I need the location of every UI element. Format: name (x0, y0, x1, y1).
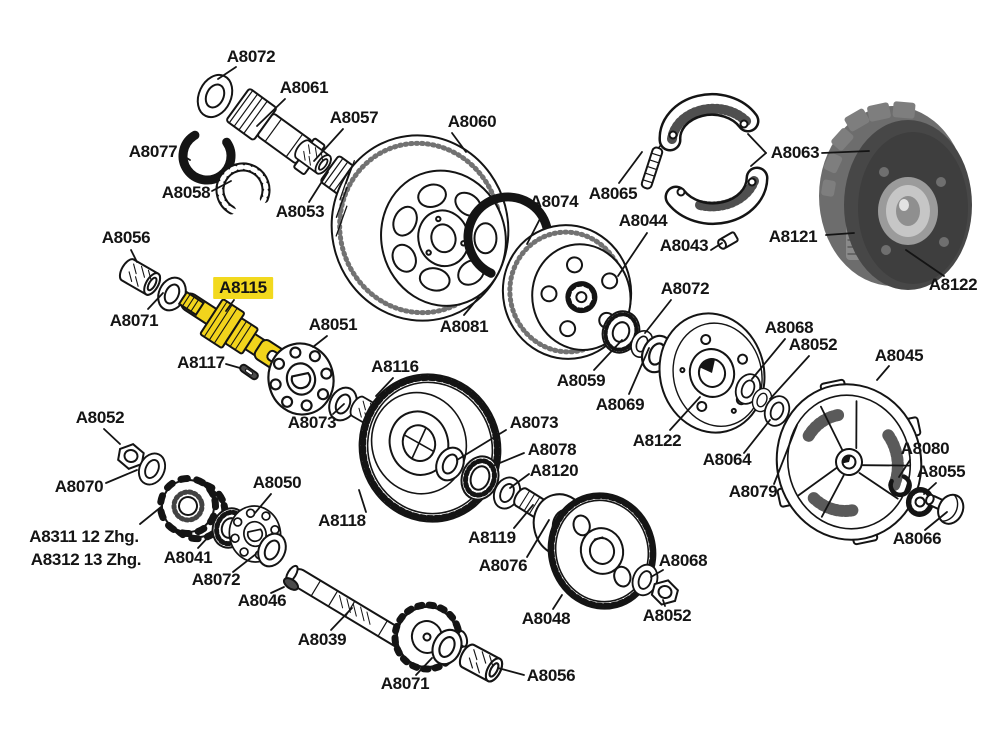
part-A8060-clutch-basket (330, 134, 510, 322)
part-A8077-half-ring (178, 127, 236, 185)
part-A8045-clutch-cover (775, 378, 923, 546)
part-A8117-pin (239, 363, 259, 381)
part-A8056-needle-bearing-bottom (455, 640, 507, 686)
part-A8058-half-ring (215, 162, 271, 218)
part-A8065-spring (640, 139, 665, 190)
part-A8052-nut-bottom (650, 579, 679, 606)
part-A8080-circlip (888, 474, 912, 498)
part-A8311-A8312-sprocket (157, 475, 229, 543)
leader-lines (103, 66, 948, 676)
part-A8066-pushrod-end (925, 493, 965, 525)
part-A8121-A8122-flywheel-photo (819, 101, 972, 290)
part-A8118-large-gear (358, 373, 502, 523)
part-A8046-key (282, 577, 300, 591)
part-A8056-needle-bearing (115, 255, 165, 299)
part-A8043-pin (717, 231, 739, 250)
part-A8048-gear (547, 492, 657, 610)
part-A8063-clutch-shoes (658, 92, 769, 226)
